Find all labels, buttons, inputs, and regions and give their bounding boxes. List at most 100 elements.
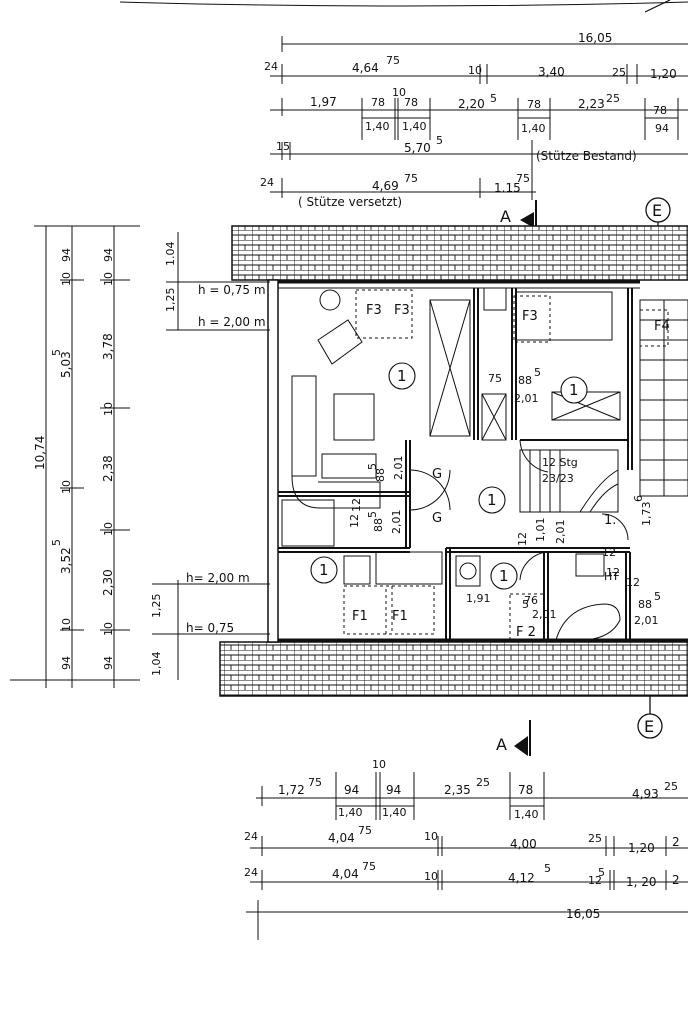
top-dimension-chains: 16,05 24 4,64 75 10 3,40 25 1,20 1,97 78… bbox=[260, 31, 688, 209]
inner-dim-0: 75 bbox=[488, 372, 502, 385]
room-number-kitchen: 1 bbox=[319, 561, 329, 579]
bottom-r1-9: 25 bbox=[664, 780, 678, 793]
left-c2-3: 10 bbox=[102, 402, 115, 416]
landing-label: 1. bbox=[604, 513, 616, 528]
overall-dim-left: 10,74 bbox=[33, 436, 47, 470]
section-arrow-top bbox=[520, 212, 534, 228]
left-c3-0: 1.04 bbox=[164, 242, 177, 267]
inner-dim-26: 12 bbox=[606, 566, 620, 579]
window-label-f2: F 2 bbox=[516, 625, 536, 640]
bottom-r2-1: 4,04 bbox=[328, 831, 355, 845]
bottom-r1-2: 94 bbox=[344, 783, 359, 797]
left-c2-4: 2,38 bbox=[101, 455, 115, 482]
bottom-dimension-chains: 1,72 75 94 10 94 2,35 25 78 4,93 25 1,40… bbox=[244, 758, 688, 940]
dim-r4-4: 75 bbox=[516, 172, 530, 185]
inner-dim-9: 2,01 bbox=[390, 510, 403, 535]
door-swings bbox=[409, 439, 629, 581]
bottom-r1-4: 94 bbox=[386, 783, 401, 797]
roof-band-bottom bbox=[219, 641, 688, 697]
room-number-bedroom: 1 bbox=[569, 381, 579, 399]
window-label-f3a: F3 bbox=[366, 303, 382, 318]
bottom-r3-5: 5 bbox=[544, 862, 551, 875]
left-c1-8: 94 bbox=[60, 656, 73, 670]
left-c1-7: 10 bbox=[60, 618, 73, 632]
inner-dim-22: 2,01 bbox=[634, 614, 659, 627]
left-c1-6: 5 bbox=[50, 539, 63, 546]
dim-r2-8: 25 bbox=[606, 92, 620, 105]
dim-r1-3: 10 bbox=[468, 64, 482, 77]
dim-r2-1: 78 bbox=[371, 96, 385, 109]
left-c3-3: 1,04 bbox=[150, 652, 163, 677]
left-c2-6: 2,30 bbox=[101, 569, 115, 596]
dim-r4-0: 24 bbox=[260, 176, 274, 189]
inner-dim-19: 2,01 bbox=[532, 608, 557, 621]
dim-r3-3: (Stütze Bestand) bbox=[536, 149, 637, 163]
dim-r2-0: 1,97 bbox=[310, 95, 337, 109]
left-c1-5: 3,52 bbox=[59, 547, 73, 574]
window-label-f3b: F3 bbox=[394, 303, 410, 318]
left-c3-2: 1,25 bbox=[150, 594, 163, 619]
left-c3-1: 1,25 bbox=[164, 288, 177, 313]
left-c1-4: 10 bbox=[60, 480, 73, 494]
dim-r2-sub-0: 1,40 bbox=[365, 120, 390, 133]
bottom-r2-0: 24 bbox=[244, 830, 258, 843]
bottom-r3-6: 12 bbox=[588, 874, 602, 887]
bottom-r1-3: 10 bbox=[372, 758, 386, 771]
dim-r1-4: 3,40 bbox=[538, 65, 565, 79]
bottom-r2-5: 25 bbox=[588, 832, 602, 845]
dim-r2-2: 10 bbox=[392, 86, 406, 99]
room-number-bath: 1 bbox=[499, 567, 509, 585]
dim-r2-sub-1: 1,40 bbox=[402, 120, 427, 133]
bottom-r2-6: 1,20 bbox=[628, 841, 655, 855]
bottom-r1-sub-0: 1,40 bbox=[338, 806, 363, 819]
inner-dim-16: 6 bbox=[632, 495, 645, 502]
roof-band-top bbox=[231, 225, 688, 281]
height-075-top: h = 0,75 m bbox=[198, 283, 266, 297]
section-cut-label-bottom: A bbox=[496, 735, 507, 754]
dim-r2-9: 78 bbox=[653, 104, 667, 117]
stair-steps: 12 Stg bbox=[542, 456, 578, 469]
dim-r1-0: 24 bbox=[264, 60, 278, 73]
inner-dim-10: 1,01 bbox=[534, 518, 547, 543]
inner-dim-15: 1,73 bbox=[640, 502, 653, 527]
grid-axis-label-top: E bbox=[652, 201, 662, 220]
dim-r1-5: 25 bbox=[612, 66, 626, 79]
bottom-r1-6: 25 bbox=[476, 776, 490, 789]
dim-r3-1: 5,70 bbox=[404, 141, 431, 155]
staircase bbox=[519, 449, 619, 513]
left-c2-8: 94 bbox=[102, 656, 115, 670]
dim-r2-sub-3: 94 bbox=[655, 122, 669, 135]
bottom-r3-3: 10 bbox=[424, 870, 438, 883]
inner-dim-5: 5 bbox=[366, 463, 379, 470]
bottom-r1-sub-1: 1,40 bbox=[382, 806, 407, 819]
bottom-r3-2: 75 bbox=[362, 860, 376, 873]
inner-dim-4: 88 bbox=[374, 468, 387, 482]
inner-dim-7: 88 bbox=[372, 518, 385, 532]
left-c1-1: 10 bbox=[60, 272, 73, 286]
door-label-g1: G bbox=[432, 467, 442, 482]
inner-dim-21: 5 bbox=[654, 590, 661, 603]
right-stair-hatch bbox=[639, 299, 688, 497]
inner-dim-6: 2,01 bbox=[392, 456, 405, 481]
left-c2-5: 10 bbox=[102, 522, 115, 536]
walls bbox=[267, 279, 688, 643]
inner-dim-1: 88 bbox=[518, 374, 532, 387]
height-075-bottom: h= 0,75 bbox=[186, 621, 234, 635]
height-200-bottom: h= 2,00 m bbox=[186, 571, 250, 585]
inner-dim-11: 2,01 bbox=[554, 520, 567, 545]
dim-r2-sub-2: 1,40 bbox=[521, 122, 546, 135]
section-arrow-bottom bbox=[514, 736, 528, 756]
bottom-r2-3: 10 bbox=[424, 830, 438, 843]
bottom-r3-9: 2 bbox=[672, 873, 680, 887]
inner-dim-20: 88 bbox=[638, 598, 652, 611]
overall-dim-bottom: 16,05 bbox=[566, 907, 600, 921]
dim-r2-3: 78 bbox=[404, 96, 418, 109]
inner-dim-24: 5 bbox=[522, 598, 529, 611]
left-c1-3: 5 bbox=[50, 349, 63, 356]
dim-r1-1: 4,64 bbox=[352, 61, 379, 75]
dim-r2-6: 78 bbox=[527, 98, 541, 111]
door-label-g2: G bbox=[432, 511, 442, 526]
left-dimension-chains: 10,74 94 10 5,03 5 10 3,52 5 10 94 94 10… bbox=[10, 225, 270, 688]
room-number-living: 1 bbox=[397, 367, 407, 385]
